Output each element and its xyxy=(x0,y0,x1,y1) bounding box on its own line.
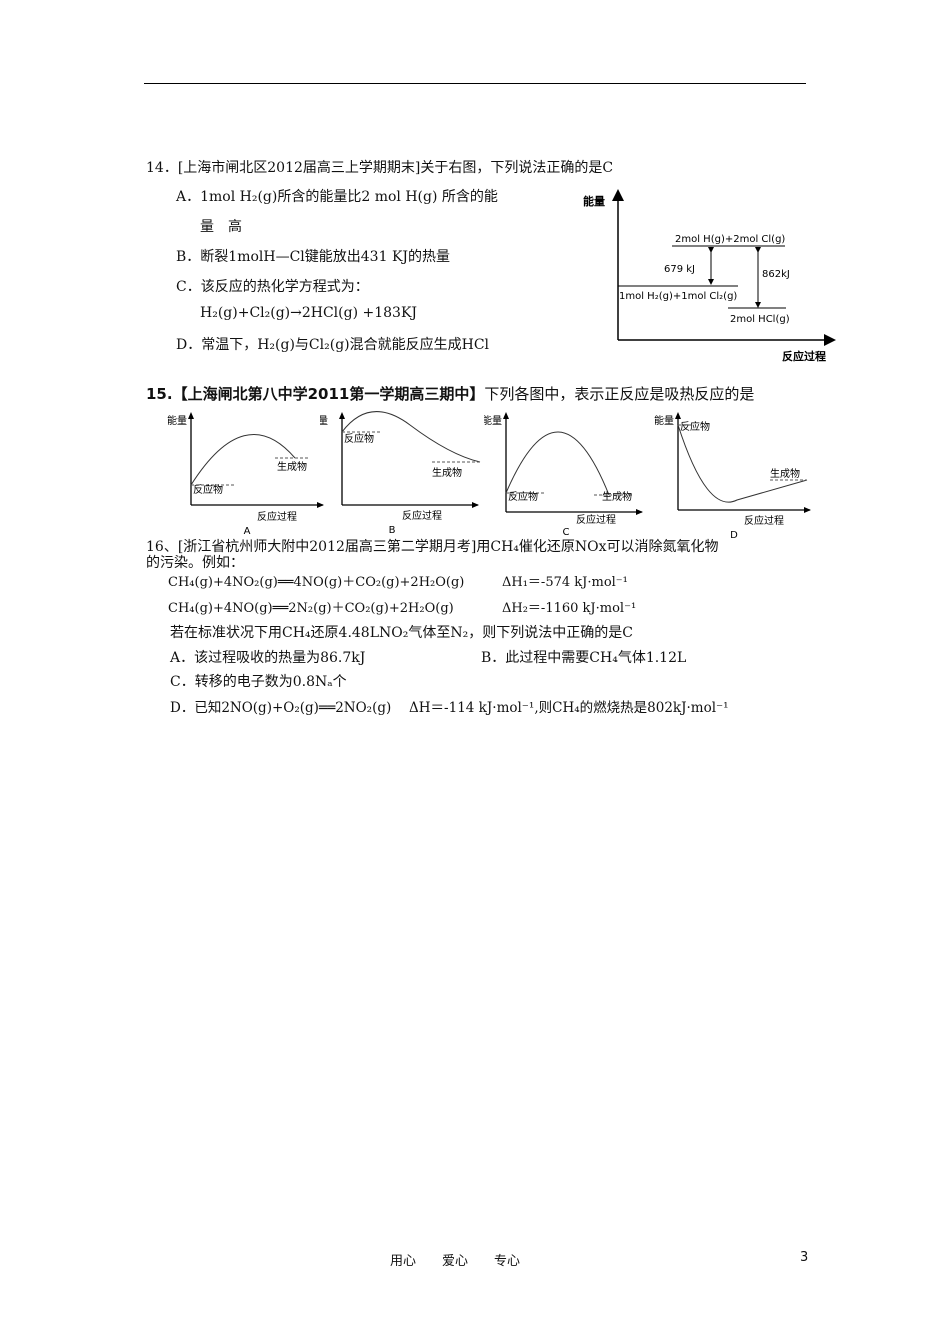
q14-stem: 14．[上海市闸北区2012届高三上学期期末]关于右图，下列说法正确的是C xyxy=(146,160,614,176)
q14-energy-diagram: 能量 反应过程 2mol H(g)+2mol Cl(g) 1mol H₂(g)+… xyxy=(583,189,836,363)
reactant-label: 反应物 xyxy=(508,490,538,503)
q14-option-a: A．1mol H₂(g)所含的能量比2 mol H(g) 所含的能 xyxy=(176,189,498,205)
y-axis-arrow-icon xyxy=(675,412,681,419)
footer-motto: 用心 爱心 专心 xyxy=(390,1254,521,1269)
energy-curve xyxy=(677,424,808,503)
x-axis-label: 反应过程 xyxy=(576,513,616,526)
q14-option-a-cont: 量 高 xyxy=(200,219,242,235)
q16-option-c: C．转移的电子数为0.8Nₐ个 xyxy=(170,674,347,690)
x-axis-arrow-icon xyxy=(317,502,324,508)
y-axis-arrow-icon xyxy=(503,412,509,419)
q15-line: 15.【上海闸北第八中学2011第一学期高三期中】下列各图中，表示正反应是吸热反… xyxy=(146,383,754,404)
product-label: 生成物 xyxy=(277,460,307,473)
y-axis-label: 能量 xyxy=(167,414,187,427)
x-axis-arrow-icon xyxy=(636,509,643,515)
header-rule xyxy=(144,83,806,84)
q16-equation-2: CH₄(g)+4NO(g)══2N₂(g)＋CO₂(g)+2H₂O(g) xyxy=(168,601,454,616)
reactant-label: 反应物 xyxy=(193,483,223,496)
q16-option-d: D．已知2NO(g)+O₂(g)══2NO₂(g) ΔH＝-114 kJ·mol… xyxy=(170,700,729,716)
product-label: 生成物 xyxy=(432,466,462,479)
q14-equation: H₂(g)+Cl₂(g)→2HCl(g) +183KJ xyxy=(200,305,418,321)
q14-option-d: D．常温下，H₂(g)与Cl₂(g)混合就能反应生成HCl xyxy=(176,337,490,353)
q16-stem-line2: 的污染。例如： xyxy=(146,555,244,571)
level-reactants-label: 1mol H₂(g)+1mol Cl₂(g) xyxy=(619,291,737,302)
y-axis-arrow-icon xyxy=(339,412,345,419)
product-label: 生成物 xyxy=(770,467,800,480)
q16-equation-1: CH₄(g)+4NO₂(g)══4NO(g)＋CO₂(g)+2H₂O(g) xyxy=(168,575,465,590)
y-axis-label: 量 xyxy=(320,415,328,427)
energy-curve xyxy=(505,431,610,496)
q16-dh2: ΔH₂＝-1160 kJ·mol⁻¹ xyxy=(502,601,637,616)
q15-source: 15.【上海闸北第八中学2011第一学期高三期中】 xyxy=(146,385,485,403)
y-axis-label: 能量 xyxy=(654,414,674,427)
q16-dh1: ΔH₁＝-574 kJ·mol⁻¹ xyxy=(502,575,628,590)
x-axis-arrow-icon xyxy=(804,507,811,513)
graph-letter: B xyxy=(389,525,396,536)
q14-option-c: C．该反应的热化学方程式为： xyxy=(176,279,369,295)
graph-letter: C xyxy=(563,527,570,538)
x-axis-label: 反应过程 xyxy=(257,510,297,523)
q16-option-b: B．此过程中需要CH₄气体1.12L xyxy=(481,650,687,666)
reactant-label: 反应物 xyxy=(680,420,710,433)
energy-curve xyxy=(341,411,481,463)
q15-stem: 下列各图中，表示正反应是吸热反应的是 xyxy=(484,385,755,403)
x-axis-label: 反应过程 xyxy=(744,514,784,527)
arrow-862-label: 862kJ xyxy=(762,269,790,280)
graph-letter: A xyxy=(244,526,251,537)
q16-stem-line1: 16、[浙江省杭州师大附中2012届高三第二学期月考]用CH₄催化还原NOx可以… xyxy=(146,539,719,555)
product-label: 生成物 xyxy=(602,490,632,503)
page-number: 3 xyxy=(800,1250,809,1265)
graph-letter: D xyxy=(730,530,738,541)
q16-option-a: A．该过程吸收的热量为86.7kJ xyxy=(170,650,366,666)
x-axis-arrow-icon xyxy=(472,502,479,508)
energy-curve xyxy=(190,434,296,486)
arrow-679-label: 679 kJ xyxy=(664,264,695,275)
q16-question: 若在标准状况下用CH₄还原4.48LNO₂气体至N₂，则下列说法中正确的是C xyxy=(170,625,633,641)
y-axis-arrow-icon xyxy=(188,412,194,419)
reactant-label: 反应物 xyxy=(344,432,374,445)
level-atoms-label: 2mol H(g)+2mol Cl(g) xyxy=(675,234,785,245)
q14-option-b: B．断裂1molH—Cl键能放出431 KJ的热量 xyxy=(176,249,451,265)
level-products-label: 2mol HCl(g) xyxy=(730,314,790,325)
x-axis-label: 反应过程 xyxy=(782,349,826,363)
x-axis-label: 反应过程 xyxy=(402,509,442,522)
y-axis-label: 能量 xyxy=(484,414,502,427)
y-axis-label: 能量 xyxy=(583,194,605,208)
